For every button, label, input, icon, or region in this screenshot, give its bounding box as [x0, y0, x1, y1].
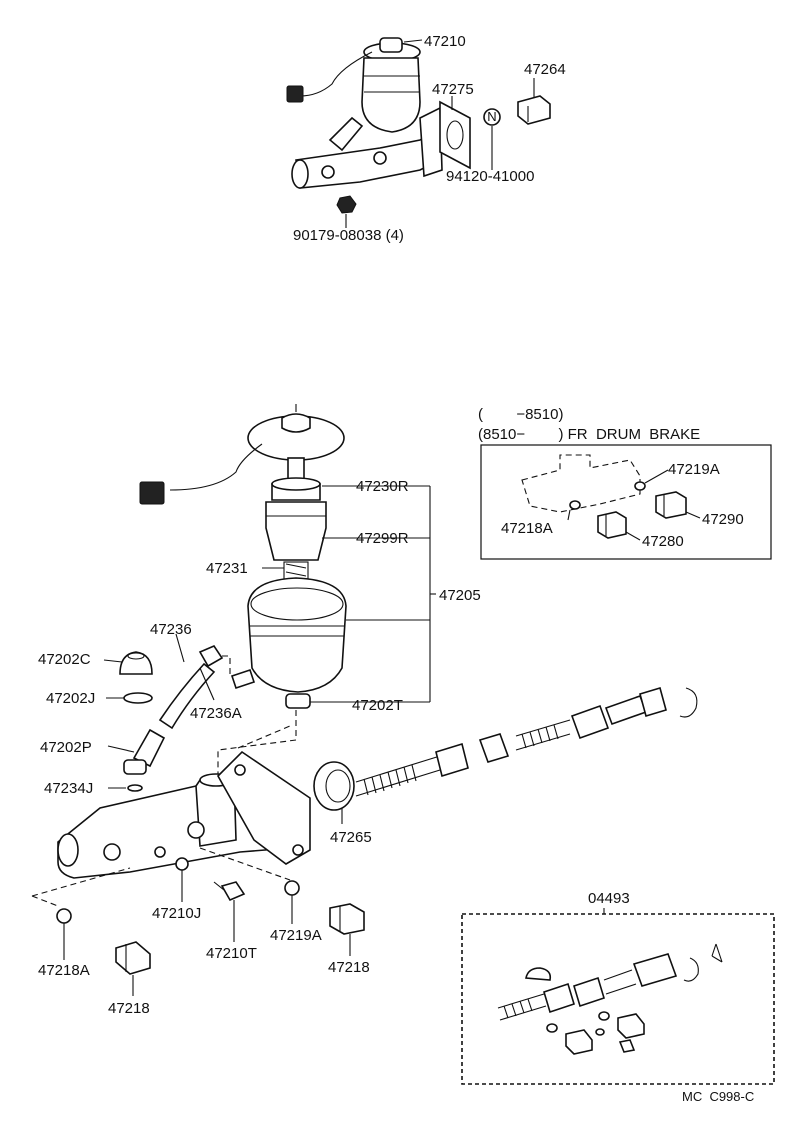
- inset-label-47290: 47290: [702, 511, 744, 528]
- label-47218-left: 47218: [108, 1000, 150, 1017]
- plug-47218-left: [115, 941, 151, 975]
- inset-label-47219A: 47219A: [668, 461, 720, 478]
- kit-clip: [711, 943, 723, 963]
- fitting-small: [328, 116, 364, 152]
- oring-47234j: [127, 784, 143, 792]
- label-47202P: 47202P: [40, 739, 92, 756]
- kit-piston-1: [543, 982, 575, 1014]
- kit-plug-2: [617, 1013, 645, 1039]
- kit-piston-2: [632, 953, 678, 987]
- label-47218-right: 47218: [328, 959, 370, 976]
- inset-oring-47219a: [634, 481, 646, 491]
- nut-90179: [336, 195, 357, 214]
- label-47230R: 47230R: [356, 478, 409, 495]
- plug-47218-right: [329, 903, 365, 935]
- inset-label-47280: 47280: [642, 533, 684, 550]
- inset-frame: [480, 444, 772, 560]
- label-47202T: 47202T: [352, 697, 403, 714]
- washer-47210j: [175, 857, 189, 871]
- cylinder-flange: [217, 750, 311, 865]
- label-47210J: 47210J: [152, 905, 201, 922]
- cap-knob-small: [379, 37, 403, 53]
- kit-snap-ring: [683, 957, 699, 982]
- clamp-47236a: [198, 645, 224, 668]
- cap-47202c: [119, 651, 153, 675]
- kit-label: 04493: [588, 890, 630, 907]
- reservoir-47205: [247, 577, 347, 693]
- label-47205: 47205: [439, 587, 481, 604]
- fr-drum-brake-inset: ( −8510) (8510− ) FR DRUM BRAKE 47219A 4…: [478, 406, 772, 560]
- main-assembly: 47230R 47299R 47231 47205 47202T 47236 4…: [31, 404, 698, 1017]
- sensor-wire: [169, 443, 263, 491]
- plug-47280: [597, 511, 627, 539]
- reservoir-small: [361, 57, 421, 133]
- label-47219A: 47219A: [270, 927, 322, 944]
- label-94120-41000: 94120-41000: [446, 168, 534, 185]
- repair-kit: 04493: [461, 890, 775, 1085]
- primary-piston: [435, 742, 469, 778]
- cap-stem: [287, 457, 305, 481]
- inset-label-47218A: 47218A: [501, 520, 553, 537]
- label-47210: 47210: [424, 33, 466, 50]
- top-assembly: N 47210 47264 47275 94120-41000 90179-08…: [286, 33, 566, 244]
- label-47234J: 47234J: [44, 780, 93, 797]
- hose-47236: [158, 662, 216, 730]
- label-47299R: 47299R: [356, 530, 409, 547]
- clip-47264: [517, 95, 551, 125]
- n-symbol-text: N: [487, 109, 496, 124]
- label-47231: 47231: [206, 560, 248, 577]
- inset-range-start: (8510− ) FR DRUM BRAKE: [478, 426, 700, 443]
- cylinder-body-small: [295, 126, 441, 189]
- label-47264: 47264: [524, 61, 566, 78]
- reservoir-outlet: [230, 668, 256, 690]
- bolt-47210t: [220, 881, 246, 902]
- ring-47202j: [123, 692, 153, 704]
- secondary-piston: [570, 704, 610, 740]
- kit-reservoir-outline: [525, 967, 552, 981]
- grommet-47202t: [285, 693, 311, 709]
- label-47236: 47236: [150, 621, 192, 638]
- inset-cylinder-outline: [521, 454, 641, 513]
- label-47202C: 47202C: [38, 651, 91, 668]
- label-47265: 47265: [330, 829, 372, 846]
- sensor-connector-small: [286, 85, 304, 103]
- oring-47218a: [56, 908, 72, 924]
- boot-47265: [313, 761, 355, 811]
- sensor-wire-small: [299, 51, 373, 97]
- sensor-connector: [139, 481, 165, 505]
- snap-ring: [679, 687, 698, 718]
- label-47275: 47275: [432, 81, 474, 98]
- kit-frame: [461, 913, 775, 1085]
- spring-47231: [285, 563, 307, 593]
- inset-range-end: ( −8510): [478, 406, 563, 423]
- cap-knob: [281, 413, 311, 433]
- label-47218A: 47218A: [38, 962, 90, 979]
- inset-oring-47218a: [569, 500, 581, 510]
- kit-plug-1: [565, 1029, 593, 1055]
- label-47210T: 47210T: [206, 945, 257, 962]
- flange-small: [419, 106, 443, 178]
- oring-47219a: [284, 880, 300, 896]
- diagram-code: MC C998-C: [682, 1089, 754, 1104]
- label-47236A: 47236A: [190, 705, 242, 722]
- piston-assembly: [355, 686, 667, 797]
- plug-47290: [655, 491, 687, 519]
- new-part-symbol: [483, 108, 501, 126]
- label-90179-08038: 90179-08038 (4): [293, 227, 404, 244]
- gasket-47275: [439, 100, 471, 170]
- label-47202J: 47202J: [46, 690, 95, 707]
- strainer-47299r: [265, 501, 327, 561]
